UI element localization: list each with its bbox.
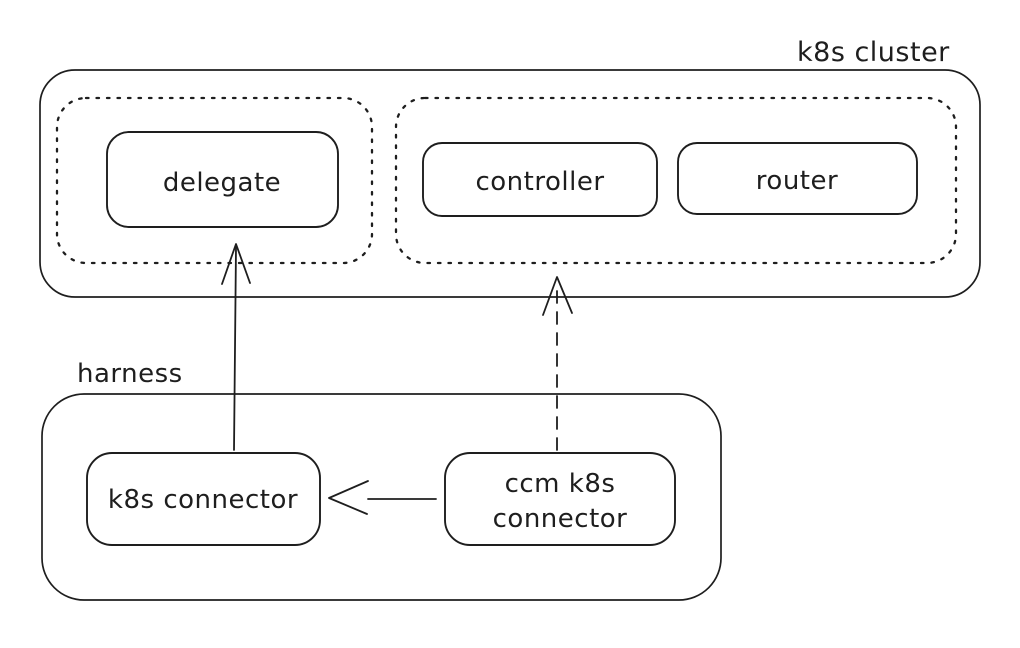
controller-label: controller	[475, 167, 604, 197]
edge-ccm-connector-to-k8s-connector	[328, 480, 437, 515]
ccm-k8s-connector-box	[444, 452, 676, 546]
node-router: router	[677, 142, 918, 215]
k8s-cluster-label: k8s cluster	[797, 37, 950, 68]
harness-container	[41, 393, 722, 601]
node-k8s-connector: k8s connector	[86, 452, 321, 546]
edge-k8s-connector-to-delegate-line	[233, 246, 237, 451]
router-label: router	[756, 166, 838, 196]
edge-ccm-connector-to-k8s-connector-arrowhead	[328, 480, 369, 515]
delegate-label: delegate	[163, 168, 281, 198]
group-k8s-cluster: k8s cluster delegate controller router	[39, 37, 981, 298]
delegate-box	[106, 131, 339, 228]
ccm-k8s-connector-label-line2: connector	[493, 504, 628, 534]
edge-ccm-connector-to-controller	[542, 276, 573, 451]
k8s-cluster-container	[39, 69, 981, 298]
router-box	[677, 142, 918, 215]
k8s-connector-box	[86, 452, 321, 546]
controller-router-group-outline	[394, 96, 958, 265]
controller-box	[422, 142, 658, 217]
node-delegate: delegate	[106, 131, 339, 228]
node-controller: controller	[422, 142, 658, 217]
edge-k8s-connector-to-delegate	[221, 243, 251, 451]
group-harness: harness k8s connector ccm k8s connector	[41, 359, 722, 601]
edge-k8s-connector-to-delegate-arrowhead	[221, 243, 251, 285]
edge-ccm-connector-to-controller-arrowhead	[542, 276, 573, 316]
harness-label: harness	[77, 359, 183, 389]
k8s-connector-label: k8s connector	[108, 485, 298, 515]
delegate-group-outline	[55, 96, 374, 265]
node-ccm-k8s-connector: ccm k8s connector	[444, 452, 676, 546]
ccm-k8s-connector-label-line1: ccm k8s	[505, 469, 616, 499]
